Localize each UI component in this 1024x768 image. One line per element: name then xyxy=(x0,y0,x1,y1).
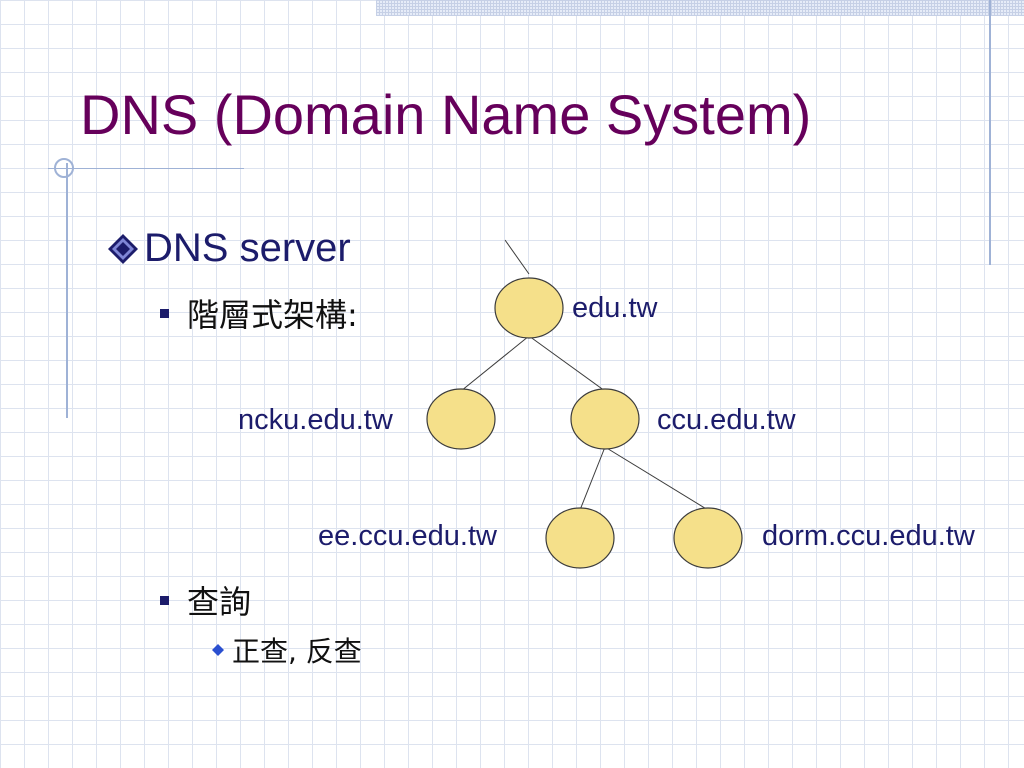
header-decoration-bar xyxy=(376,0,1024,16)
tree-node-ncku xyxy=(426,388,496,450)
right-decoration-line xyxy=(989,0,991,265)
title-underline-decoration xyxy=(48,168,244,169)
tree-edge-root-ccu xyxy=(528,335,606,392)
square-bullet-icon xyxy=(160,595,169,605)
root-stub-edge xyxy=(504,239,530,275)
bullet-query-label: 查詢 xyxy=(187,583,252,621)
bullet-forward-reverse-label: 正查, 反查 xyxy=(232,635,362,668)
decoration-ring-icon xyxy=(54,158,74,178)
bullet-query: 查詢 xyxy=(160,577,251,623)
tree-edge-root-ncku xyxy=(460,335,530,392)
bullet-hierarchy-label: 階層式架構: xyxy=(187,296,358,334)
bullet-dns-server-label: DNS server xyxy=(144,226,351,270)
node-label-edu-tw: edu.tw xyxy=(572,292,658,324)
tree-node-ee xyxy=(545,507,615,569)
bullet-forward-reverse: 正查, 反查 xyxy=(212,630,362,670)
node-label-ee-ccu-edu-tw: ee.ccu.edu.tw xyxy=(318,520,497,552)
left-decoration-line xyxy=(66,163,68,418)
tree-node-root xyxy=(494,277,564,339)
tree-nodes xyxy=(426,277,743,569)
bullet-hierarchy: 階層式架構: xyxy=(160,290,358,336)
tree-edge-ccu-ee xyxy=(579,446,606,511)
node-label-ncku-edu-tw: ncku.edu.tw xyxy=(238,404,393,436)
bullet-dns-server: DNS server xyxy=(106,226,351,271)
small-diamond-bullet-icon xyxy=(212,644,224,656)
diamond-bullet-icon xyxy=(108,233,138,264)
tree-edge-ccu-dorm xyxy=(604,446,709,511)
square-bullet-icon xyxy=(160,308,169,318)
tree-node-dorm xyxy=(673,507,743,569)
slide-title: DNS (Domain Name System) xyxy=(80,83,812,146)
tree-edges xyxy=(460,239,709,511)
tree-node-ccu xyxy=(570,388,640,450)
node-label-ccu-edu-tw: ccu.edu.tw xyxy=(657,404,796,436)
node-label-dorm-ccu-edu-tw: dorm.ccu.edu.tw xyxy=(762,520,975,552)
